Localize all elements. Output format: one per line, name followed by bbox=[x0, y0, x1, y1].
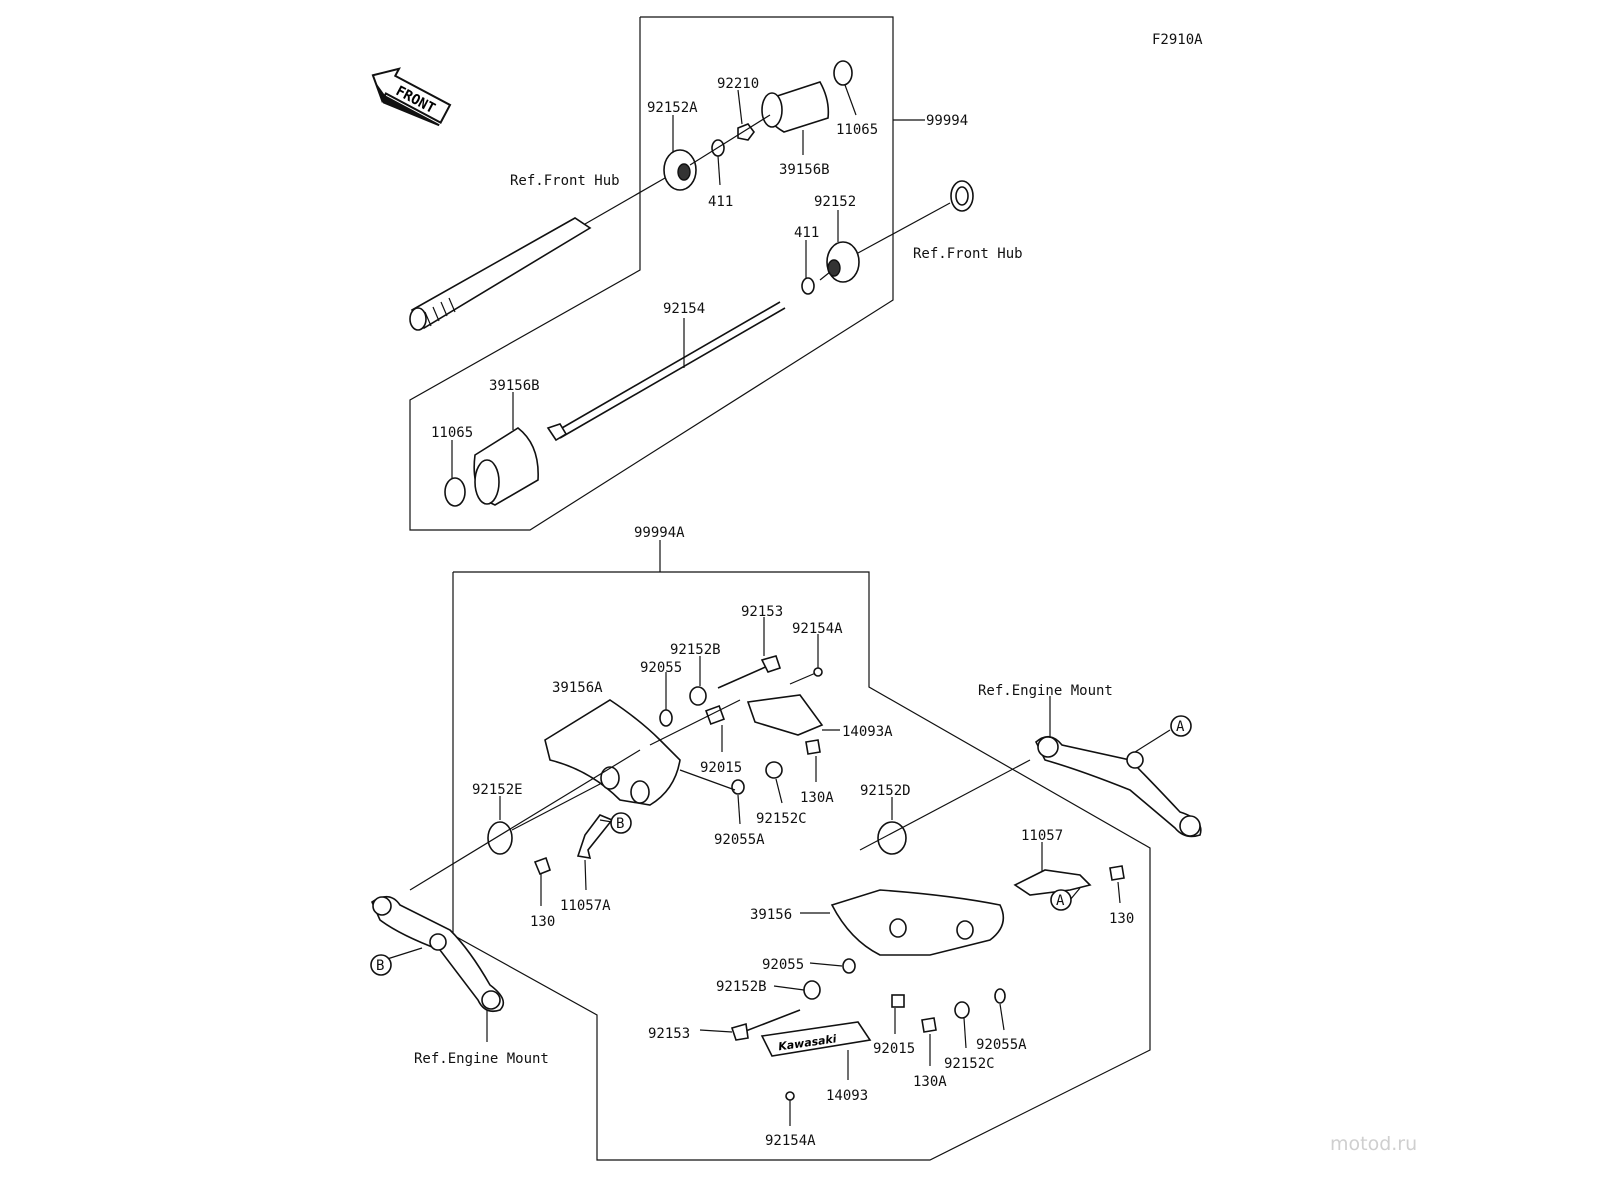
engine-mount-right bbox=[1035, 735, 1202, 838]
kit-number-99994A: 99994A bbox=[634, 525, 685, 541]
svg-text:B: B bbox=[616, 816, 624, 832]
label-39156B-top: 39156B bbox=[779, 162, 830, 178]
collar-92152A bbox=[663, 149, 697, 191]
label-11057: 11057 bbox=[1021, 828, 1063, 844]
label-130A-top: 130A bbox=[800, 790, 834, 806]
label-39156B-bottom: 39156B bbox=[489, 378, 540, 394]
callout-a-lower: A bbox=[1050, 889, 1072, 911]
plate-14093: Kawasaki bbox=[760, 1021, 872, 1057]
bolt-130-right bbox=[1109, 865, 1125, 881]
slider-39156A bbox=[544, 699, 681, 806]
label-92152C-bottom: 92152C bbox=[944, 1056, 995, 1072]
svg-text:B: B bbox=[376, 958, 384, 974]
bracket-11057 bbox=[1013, 869, 1092, 896]
bolt-92154 bbox=[546, 301, 786, 442]
label-92152: 92152 bbox=[814, 194, 856, 210]
bolt-130A-top bbox=[805, 739, 821, 755]
label-39156: 39156 bbox=[750, 907, 792, 923]
label-92152E: 92152E bbox=[472, 782, 523, 798]
engine-mount-left bbox=[370, 895, 505, 1013]
washer-92055-top bbox=[659, 709, 673, 727]
washer-92055-bottom bbox=[842, 958, 856, 974]
collar-92152C-bottom bbox=[954, 1001, 970, 1019]
callout-b-lower: B bbox=[370, 954, 392, 976]
bolt-130-left bbox=[533, 856, 551, 876]
bolt-130A-bottom bbox=[921, 1017, 937, 1033]
svg-text:A: A bbox=[1056, 893, 1065, 909]
label-ref-engine-mount-left: Ref.Engine Mount bbox=[414, 1051, 549, 1067]
watermark-text: motod.ru bbox=[1330, 1133, 1417, 1155]
diagram-code: F2910A bbox=[1152, 32, 1203, 48]
callout-b-upper: B bbox=[610, 812, 632, 834]
screw-92154A-bottom bbox=[785, 1091, 795, 1101]
screw-92154A-top bbox=[789, 667, 823, 685]
label-14093A: 14093A bbox=[842, 724, 893, 740]
label-411-right: 411 bbox=[794, 225, 819, 241]
front-axle bbox=[409, 177, 666, 331]
label-92152A: 92152A bbox=[647, 100, 698, 116]
hub-ring-right bbox=[950, 180, 974, 212]
washer-92055A-bottom bbox=[994, 988, 1006, 1004]
label-92153-bottom: 92153 bbox=[648, 1026, 690, 1042]
label-92152B-top: 92152B bbox=[670, 642, 721, 658]
slider-39156 bbox=[830, 889, 1005, 956]
label-39156A: 39156A bbox=[552, 680, 603, 696]
label-ref-engine-mount-right: Ref.Engine Mount bbox=[978, 683, 1113, 699]
label-92152B-bottom: 92152B bbox=[716, 979, 767, 995]
label-130-right: 130 bbox=[1109, 911, 1134, 927]
spacer-92015-bottom bbox=[891, 994, 905, 1008]
washer-411-bottom bbox=[801, 277, 815, 295]
label-92152C-top: 92152C bbox=[756, 811, 807, 827]
cap-11065-top bbox=[833, 60, 853, 86]
label-92055-bottom: 92055 bbox=[762, 957, 804, 973]
cap-11065-bottom bbox=[444, 477, 466, 507]
upper-kit-boundary bbox=[409, 16, 894, 531]
svg-text:A: A bbox=[1176, 719, 1185, 735]
label-92015-bottom: 92015 bbox=[873, 1041, 915, 1057]
collar-92152 bbox=[826, 241, 860, 283]
label-11065-top: 11065 bbox=[836, 122, 878, 138]
label-92055A-top: 92055A bbox=[714, 832, 765, 848]
label-92055-top: 92055 bbox=[640, 660, 682, 676]
kit-number-99994: 99994 bbox=[926, 113, 968, 129]
slider-39156B-top bbox=[761, 81, 830, 133]
label-92015-top: 92015 bbox=[700, 760, 742, 776]
collar-92152B-top bbox=[689, 686, 707, 706]
label-92055A-bottom: 92055A bbox=[976, 1037, 1027, 1053]
label-411-left: 411 bbox=[708, 194, 733, 210]
slider-39156B-bottom bbox=[473, 427, 539, 506]
lower-kit-boundary bbox=[452, 571, 1151, 1161]
label-92153-top: 92153 bbox=[741, 604, 783, 620]
label-ref-front-hub-right: Ref.Front Hub bbox=[913, 246, 1023, 262]
washer-92055A-top bbox=[731, 779, 745, 795]
bolt-92153-bottom bbox=[730, 1009, 801, 1041]
callout-a-right: A bbox=[1170, 715, 1192, 737]
label-130A-bottom: 130A bbox=[913, 1074, 947, 1090]
label-ref-front-hub-left: Ref.Front Hub bbox=[510, 173, 620, 189]
label-92154A-top: 92154A bbox=[792, 621, 843, 637]
collar-92152E bbox=[487, 821, 513, 855]
label-92152D: 92152D bbox=[860, 783, 911, 799]
label-11065-bottom: 11065 bbox=[431, 425, 473, 441]
collar-92152C-top bbox=[765, 761, 783, 779]
label-92154: 92154 bbox=[663, 301, 705, 317]
collar-92152B-bottom bbox=[803, 980, 821, 1000]
leader-lines bbox=[383, 617, 1171, 1126]
front-direction-arrow: FRONT bbox=[371, 67, 452, 127]
label-92154A-bottom: 92154A bbox=[765, 1133, 816, 1149]
label-92210: 92210 bbox=[717, 76, 759, 92]
label-11057A: 11057A bbox=[560, 898, 611, 914]
label-14093: 14093 bbox=[826, 1088, 868, 1104]
bracket-14093A bbox=[746, 694, 824, 736]
bolt-92153-top bbox=[717, 655, 782, 689]
label-130-left: 130 bbox=[530, 914, 555, 930]
